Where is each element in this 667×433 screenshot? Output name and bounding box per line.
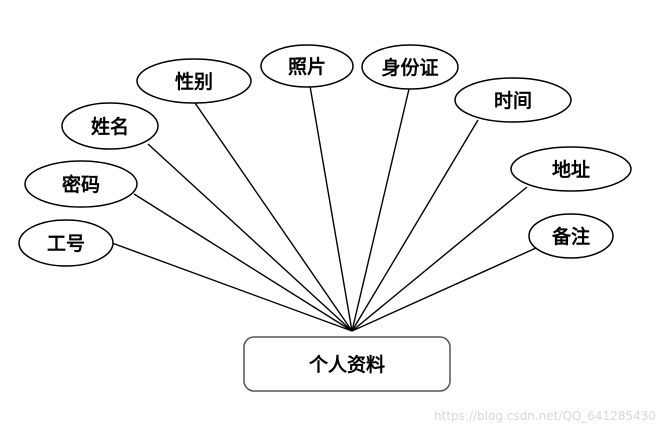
attribute-label: 地址 — [552, 158, 590, 181]
connector-zhaopian — [309, 85, 353, 332]
attribute-ellipse — [18, 219, 114, 267]
attribute-dizhi: 地址 — [510, 146, 632, 192]
attribute-label: 姓名 — [91, 115, 129, 138]
connector-xingbie — [194, 102, 353, 332]
attribute-shijian: 时间 — [454, 77, 572, 123]
attribute-xingming: 姓名 — [61, 102, 159, 150]
connector-lines — [111, 85, 537, 332]
attribute-ellipse — [24, 160, 138, 208]
attribute-xingbie: 性别 — [136, 58, 252, 104]
attribute-label: 时间 — [494, 90, 532, 112]
connector-dizhi — [351, 186, 528, 332]
entity-label: 个人资料 — [308, 353, 385, 376]
attribute-label: 工号 — [47, 233, 85, 255]
watermark-text: https://blog.csdn.net/QQ_641285430 — [434, 409, 656, 423]
entity-box — [243, 336, 451, 392]
connector-xingming — [147, 143, 353, 332]
attribute-label: 照片 — [288, 55, 326, 78]
attribute-ellipse — [260, 44, 354, 88]
attribute-gonghao: 工号 — [18, 219, 114, 267]
connector-gonghao — [111, 242, 353, 332]
attribute-label: 性别 — [175, 70, 213, 93]
attribute-ellipse — [361, 44, 459, 90]
entity-personal-info: 个人资料 — [243, 336, 451, 392]
attribute-shenfenzheng: 身份证 — [361, 44, 459, 90]
attribute-ellipse — [528, 213, 614, 259]
attribute-ellipse — [510, 146, 632, 192]
connector-shijian — [351, 119, 479, 332]
attribute-ellipse — [454, 77, 572, 123]
attribute-zhaopian: 照片 — [260, 44, 354, 88]
connector-mima — [133, 193, 353, 332]
attribute-label: 身份证 — [381, 56, 438, 79]
attribute-label: 备注 — [551, 225, 590, 248]
attribute-mima: 密码 — [24, 160, 138, 208]
connector-shenfenzheng — [351, 88, 410, 332]
attribute-ellipse — [136, 58, 252, 104]
attribute-beizhu: 备注 — [528, 213, 614, 259]
attribute-ellipse — [61, 102, 159, 150]
connector-beizhu — [351, 247, 537, 332]
attribute-label: 密码 — [62, 173, 100, 196]
